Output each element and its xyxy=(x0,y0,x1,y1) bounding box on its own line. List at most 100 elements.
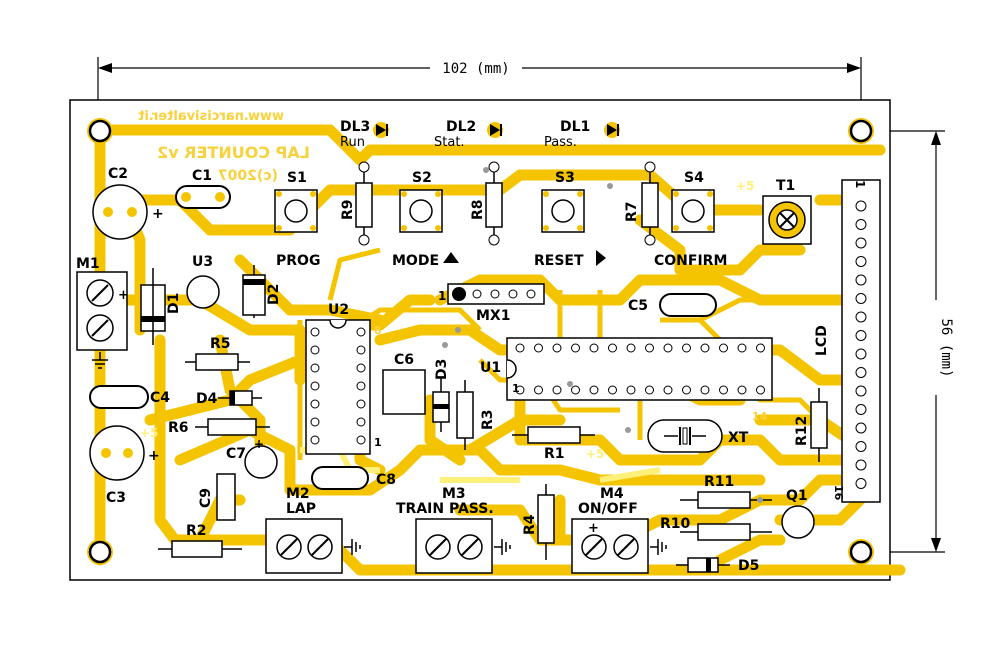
ground-icon xyxy=(344,539,361,555)
transistor-q1-ref: Q1 xyxy=(786,488,808,504)
capacitor-c5: C5 xyxy=(628,293,717,317)
vias xyxy=(442,167,763,503)
resistor-r6-ref: R6 xyxy=(168,420,189,436)
transistor-q1: Q1 xyxy=(781,488,815,539)
mirrored-board-text: www.narcisivalter.it LAP COUNTER v2 (c)2… xyxy=(138,109,310,184)
capacitor-c3-plus: + xyxy=(148,448,160,464)
capacitor-c3-ref: C3 xyxy=(106,490,126,506)
capacitor-c1-ref: C1 xyxy=(192,168,212,184)
resistor-r9: R9 xyxy=(340,161,373,246)
ic-u1-pin-pad xyxy=(645,385,654,395)
resistor-r11-ref: R11 xyxy=(704,474,734,490)
connector-m3-caption: TRAIN PASS. xyxy=(396,501,494,517)
switch-s1-caption: PROG xyxy=(276,253,320,269)
resistor-r6: R6 xyxy=(168,418,270,436)
capacitor-c5-ref: C5 xyxy=(628,298,648,314)
lcd-pin-pad xyxy=(855,274,867,286)
ic-u1-pin-pad xyxy=(700,385,710,395)
ground-icon xyxy=(92,352,108,369)
led-dl1-caption: Pass. xyxy=(544,135,577,150)
switch-s1: S1 PROG xyxy=(274,170,320,269)
led-dl3-ref: DL3 xyxy=(340,119,370,135)
ic-u2-ref: U2 xyxy=(328,302,349,318)
connector-m3-ref: M3 xyxy=(442,486,466,502)
capacitor-c7-plus: + xyxy=(254,437,264,451)
capacitor-c7: + C7 xyxy=(226,437,278,479)
switch-s2-ref: S2 xyxy=(412,170,432,186)
switch-s2-caption: MODE xyxy=(392,253,439,269)
lcd-pin-pad xyxy=(855,293,867,304)
mounting-hole-top-left xyxy=(87,118,113,144)
resistor-r10-ref: R10 xyxy=(660,516,691,532)
ground-icon xyxy=(650,539,667,555)
resistor-r2: R2 xyxy=(158,523,242,558)
diode-d4-ref: D4 xyxy=(196,391,218,407)
ic-u1-pin-pad xyxy=(682,343,691,353)
diode-d2-ref: D2 xyxy=(266,284,282,305)
regulator-u3-ref: U3 xyxy=(192,254,213,270)
resistor-r11: R11 xyxy=(680,474,772,509)
capacitor-c7-ref: C7 xyxy=(226,446,246,462)
switch-s3-ref: S3 xyxy=(555,170,575,186)
lcd-pin-pad xyxy=(855,200,867,212)
resistor-r12-ref: R12 xyxy=(794,416,810,446)
crystal-xt-ref: XT xyxy=(728,430,749,446)
ic-u1-pin-pad xyxy=(682,385,691,395)
diode-d2: D2 xyxy=(242,265,282,318)
mounting-hole-top-right xyxy=(848,118,874,144)
switch-s4: S4 CONFIRM xyxy=(654,170,727,269)
ic-u1-pin-pad xyxy=(589,385,599,395)
switch-s3-caption: RESET xyxy=(534,253,584,269)
crystal-xt: XT xyxy=(647,419,749,453)
connector-m1-ref: M1 xyxy=(76,256,100,272)
lcd-pin-pad xyxy=(855,459,867,471)
lcd-pin-pad xyxy=(855,311,867,323)
capacitor-c8: C8 xyxy=(311,466,396,490)
ic-u1-pin-pad xyxy=(756,343,765,353)
regulator-u3: U3 xyxy=(186,254,220,309)
capacitor-c1: C1 xyxy=(175,168,231,209)
led-dl1-ref: DL1 xyxy=(560,119,590,135)
capacitor-c9-ref: C9 xyxy=(198,488,214,508)
capacitor-c6-ref: C6 xyxy=(394,352,414,368)
ic-u1-pin-pad xyxy=(663,343,673,353)
diode-d4: D4 xyxy=(196,390,262,407)
lcd-pin-pad xyxy=(855,256,867,267)
diode-d3: D3 xyxy=(432,359,450,432)
resistor-r7-ref: R7 xyxy=(624,201,640,222)
capacitor-c9: C9 xyxy=(198,473,236,521)
ic-u1-pin-pad xyxy=(756,385,765,395)
connector-m4-ref: M4 xyxy=(600,486,624,502)
ic-u1-pin-pad xyxy=(663,385,673,395)
diode-d5-ref: D5 xyxy=(738,558,759,574)
ic-u1-pin-pad xyxy=(608,343,617,353)
lcd-pin-pad xyxy=(855,441,867,452)
header-mx1-ref: MX1 xyxy=(476,308,510,324)
right-arrow-icon xyxy=(596,250,606,266)
ic-u2-pin8: 8 xyxy=(374,324,382,337)
switch-s4-caption: CONFIRM xyxy=(654,253,727,269)
header-mx1-pin1: 1 xyxy=(438,289,446,303)
resistor-r9-ref: R9 xyxy=(340,199,356,220)
ground-icon xyxy=(494,539,511,555)
ic-u1-pin-pad xyxy=(700,343,710,353)
connector-m4-plus: + xyxy=(588,521,599,536)
connector-m1: M1 + xyxy=(76,256,129,369)
board-title: LAP COUNTER v2 xyxy=(157,143,310,162)
ic-u1-pin-pad xyxy=(552,343,562,353)
ic-u1-pin-pad xyxy=(534,385,543,395)
height-dimension-label: 56 (mm) xyxy=(938,318,954,377)
lcd-pin-pad xyxy=(855,385,867,397)
resistor-r1-ref: R1 xyxy=(544,446,565,462)
ic-u1-pin-pad xyxy=(571,385,580,395)
lcd-pin-pad xyxy=(855,422,867,434)
led-dl2-ref: DL2 xyxy=(446,119,476,135)
trimmer-t1: T1 +5 xyxy=(736,178,812,245)
capacitor-c2: + C2 xyxy=(92,166,164,240)
ic-u1-pin-pad xyxy=(515,385,525,395)
mounting-hole-bottom-left xyxy=(87,539,113,565)
switch-s1-ref: S1 xyxy=(287,170,307,186)
resistor-r3-ref: R3 xyxy=(480,409,496,430)
ic-u1-pin-pad xyxy=(737,385,747,395)
